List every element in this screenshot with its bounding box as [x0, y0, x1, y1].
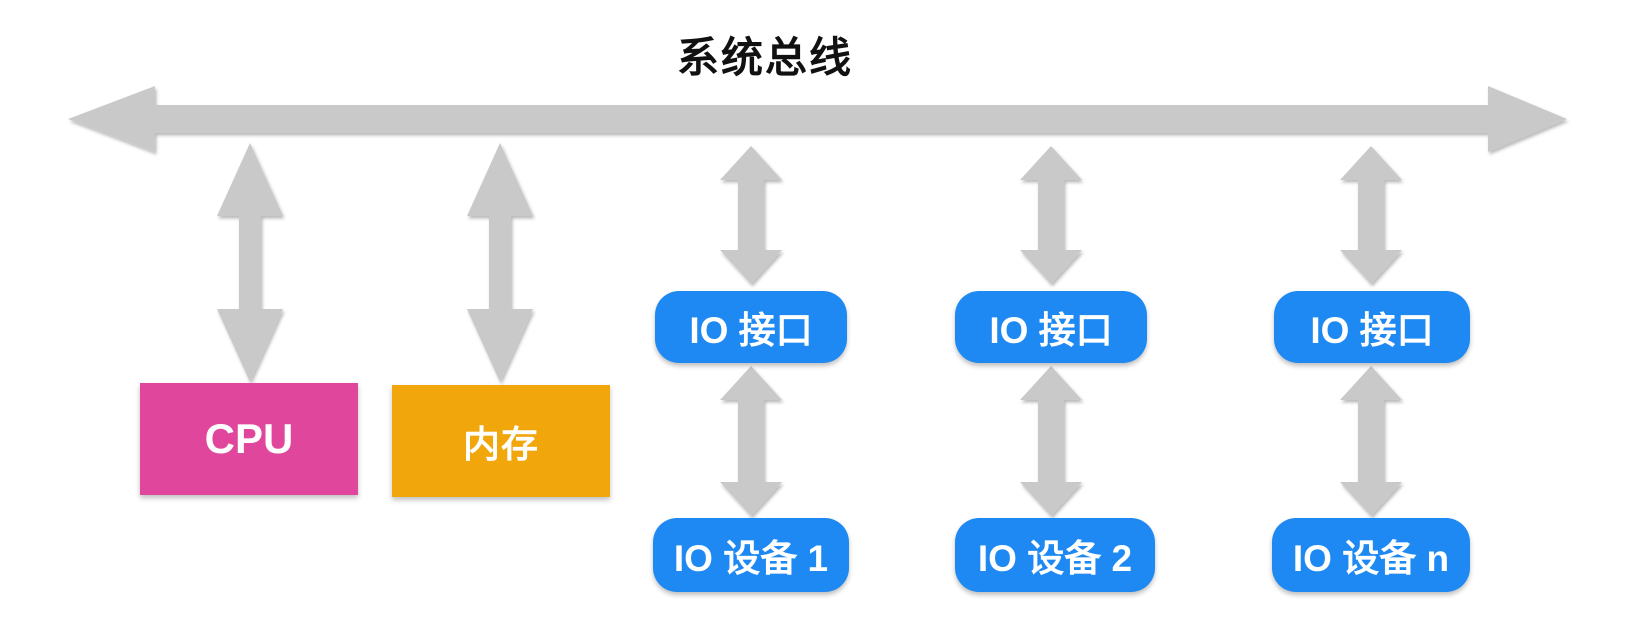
io-interface-label-2: IO 接口	[989, 310, 1113, 351]
io-device-node-1: IO 设备 1	[653, 518, 849, 592]
memory-label: 内存	[463, 424, 539, 465]
io3-interface-bus-arrow	[1340, 146, 1402, 284]
memory-bus-arrow	[467, 143, 533, 382]
io-interface-node-3: IO 接口	[1274, 291, 1470, 363]
system-bus-arrow	[68, 86, 1567, 152]
io1-interface-bus-arrow	[720, 146, 782, 284]
memory-node: 内存	[392, 385, 610, 497]
io2-device-interface-arrow	[1020, 366, 1082, 516]
cpu-label: CPU	[204, 415, 294, 462]
io1-device-interface-arrow	[720, 366, 782, 516]
io-interface-label-3: IO 接口	[1310, 310, 1434, 351]
io-device-label-2: IO 设备 2	[977, 538, 1133, 579]
cpu-node: CPU	[140, 383, 358, 495]
diagram-title: 系统总线	[676, 34, 853, 81]
io-device-label-1: IO 设备 1	[673, 538, 829, 579]
io-interface-node-1: IO 接口	[655, 291, 847, 363]
cpu-bus-arrow	[217, 143, 283, 382]
io-device-label-3: IO 设备 n	[1292, 538, 1450, 579]
io2-interface-bus-arrow	[1020, 146, 1082, 284]
io-interface-node-2: IO 接口	[955, 291, 1147, 363]
io-interface-label-1: IO 接口	[689, 310, 813, 351]
io-device-node-3: IO 设备 n	[1272, 518, 1470, 592]
io-device-node-2: IO 设备 2	[955, 518, 1155, 592]
io3-device-interface-arrow	[1340, 366, 1402, 516]
